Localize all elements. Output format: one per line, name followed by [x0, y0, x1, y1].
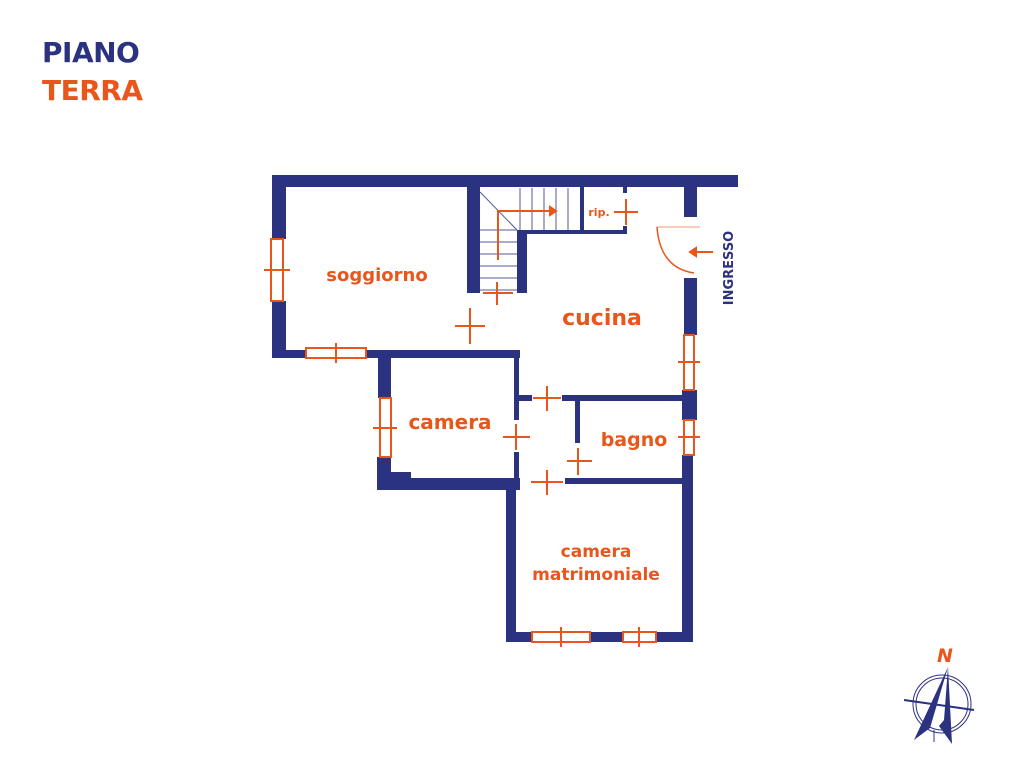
floor-title-line1: PIANO — [42, 36, 140, 69]
walls — [272, 175, 738, 642]
door-marks — [455, 199, 713, 495]
room-label-bagno: bagno — [601, 429, 668, 451]
room-label-ripostiglio: rip. — [588, 206, 609, 219]
compass-north-label: N — [937, 645, 953, 667]
room-label-camera-matrimoniale-2: matrimoniale — [532, 565, 660, 585]
room-label-soggiorno: soggiorno — [326, 265, 427, 286]
windows — [264, 238, 700, 647]
compass-icon: N — [903, 645, 975, 744]
entrance-label: INGRESSO — [722, 231, 737, 305]
room-label-cucina: cucina — [562, 306, 642, 331]
floor-title-line2: TERRA — [42, 74, 143, 107]
room-label-camera-matrimoniale-1: camera — [561, 542, 632, 562]
room-label-camera: camera — [408, 410, 491, 434]
